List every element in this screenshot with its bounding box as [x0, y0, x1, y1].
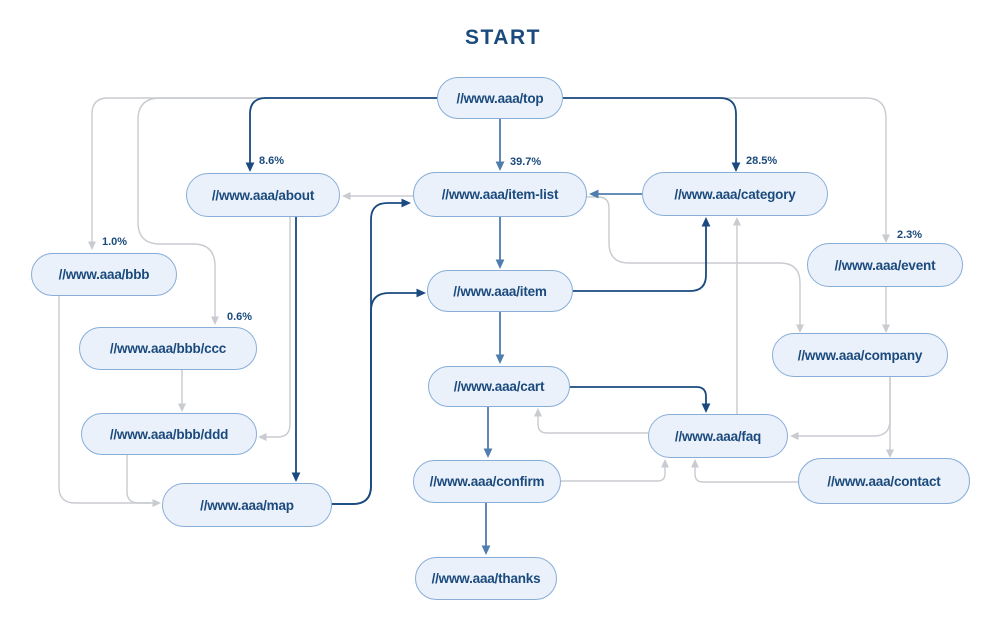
edge-top-to-category [563, 97, 737, 165]
edge-bbb-to-map [58, 296, 154, 504]
arrowhead-cart-to-faq [701, 403, 711, 413]
arrowhead-bbb-ccc-to-bbb-ddd [178, 403, 186, 412]
edge-percentage-label: 2.3% [897, 229, 922, 241]
arrowhead-about-to-map [291, 472, 301, 482]
edge-company-to-faq [797, 377, 891, 437]
edge-confirm-to-faq [561, 466, 666, 482]
arrowhead-faq-to-category [733, 217, 741, 226]
node-cart[interactable]: //www.aaa/cart [428, 365, 570, 407]
edge-top-to-about [249, 97, 437, 165]
edge-item-to-category [573, 224, 707, 292]
diagram-title: START [465, 26, 541, 49]
arrowhead-about-to-bbb-ddd [258, 433, 267, 441]
arrowhead-item-list-to-about [342, 192, 351, 200]
node-item-list[interactable]: //www.aaa/item-list [413, 171, 587, 217]
edge-cart-to-faq [570, 386, 707, 406]
arrowhead-top-to-category [731, 162, 741, 172]
edge-percentage-label: 28.5% [746, 155, 777, 167]
edge-about-to-bbb-ddd [265, 217, 291, 438]
edge-top-to-event [563, 97, 887, 236]
arrowhead-contact-to-faq [691, 459, 699, 468]
node-contact[interactable]: //www.aaa/contact [798, 458, 970, 504]
arrowhead-item-to-cart [495, 354, 505, 364]
arrowhead-confirm-to-thanks [481, 545, 491, 555]
node-bbb[interactable]: //www.aaa/bbb [31, 252, 177, 296]
arrowhead-company-to-contact [886, 449, 894, 458]
arrowhead-top-to-event [882, 234, 890, 243]
arrowhead-top-to-item-list [495, 161, 505, 171]
node-top[interactable]: //www.aaa/top [437, 77, 563, 119]
node-thanks[interactable]: //www.aaa/thanks [415, 556, 557, 600]
arrowhead-item-to-category [701, 217, 711, 227]
edge-map-to-item-list [332, 202, 404, 505]
arrowhead-bbb-to-map [152, 499, 161, 507]
edge-faq-to-cart [537, 415, 648, 434]
edge-top-to-bbb-ccc [137, 97, 437, 318]
arrowhead-event-to-company [882, 324, 890, 333]
node-company[interactable]: //www.aaa/company [772, 333, 948, 377]
arrowhead-confirm-to-faq [661, 459, 669, 468]
edge-contact-to-faq [694, 466, 798, 483]
node-item[interactable]: //www.aaa/item [427, 270, 573, 312]
edge-map-to-item [332, 292, 419, 505]
arrowhead-category-to-item-list [589, 189, 599, 199]
arrowhead-map-to-item [416, 288, 426, 298]
edge-percentage-label: 1.0% [102, 236, 127, 248]
arrowhead-company-to-faq [790, 432, 799, 440]
edge-item-list-to-company [587, 196, 801, 326]
arrowhead-faq-to-cart [534, 408, 542, 417]
node-confirm[interactable]: //www.aaa/confirm [413, 459, 561, 503]
edge-bbb-ddd-to-map [126, 455, 150, 504]
edge-percentage-label: 39.7% [510, 156, 541, 168]
arrowhead-top-to-bbb [88, 241, 96, 250]
edge-percentage-label: 0.6% [227, 311, 252, 323]
node-about[interactable]: //www.aaa/about [186, 173, 340, 217]
node-bbb-ddd[interactable]: //www.aaa/bbb/ddd [81, 413, 257, 455]
edge-top-to-bbb [91, 97, 437, 243]
node-event[interactable]: //www.aaa/event [807, 243, 963, 287]
node-faq[interactable]: //www.aaa/faq [648, 414, 788, 458]
arrowhead-cart-to-confirm [483, 448, 493, 458]
arrowhead-map-to-item-list [401, 198, 411, 208]
edge-percentage-label: 8.6% [259, 155, 284, 167]
arrowhead-item-list-to-item [495, 259, 505, 269]
node-map[interactable]: //www.aaa/map [162, 483, 332, 527]
node-category[interactable]: //www.aaa/category [642, 172, 828, 216]
arrowhead-top-to-about [245, 162, 255, 172]
arrowhead-top-to-bbb-ccc [211, 316, 219, 325]
node-bbb-ccc[interactable]: //www.aaa/bbb/ccc [79, 326, 257, 370]
arrowhead-item-list-to-company [796, 324, 804, 333]
